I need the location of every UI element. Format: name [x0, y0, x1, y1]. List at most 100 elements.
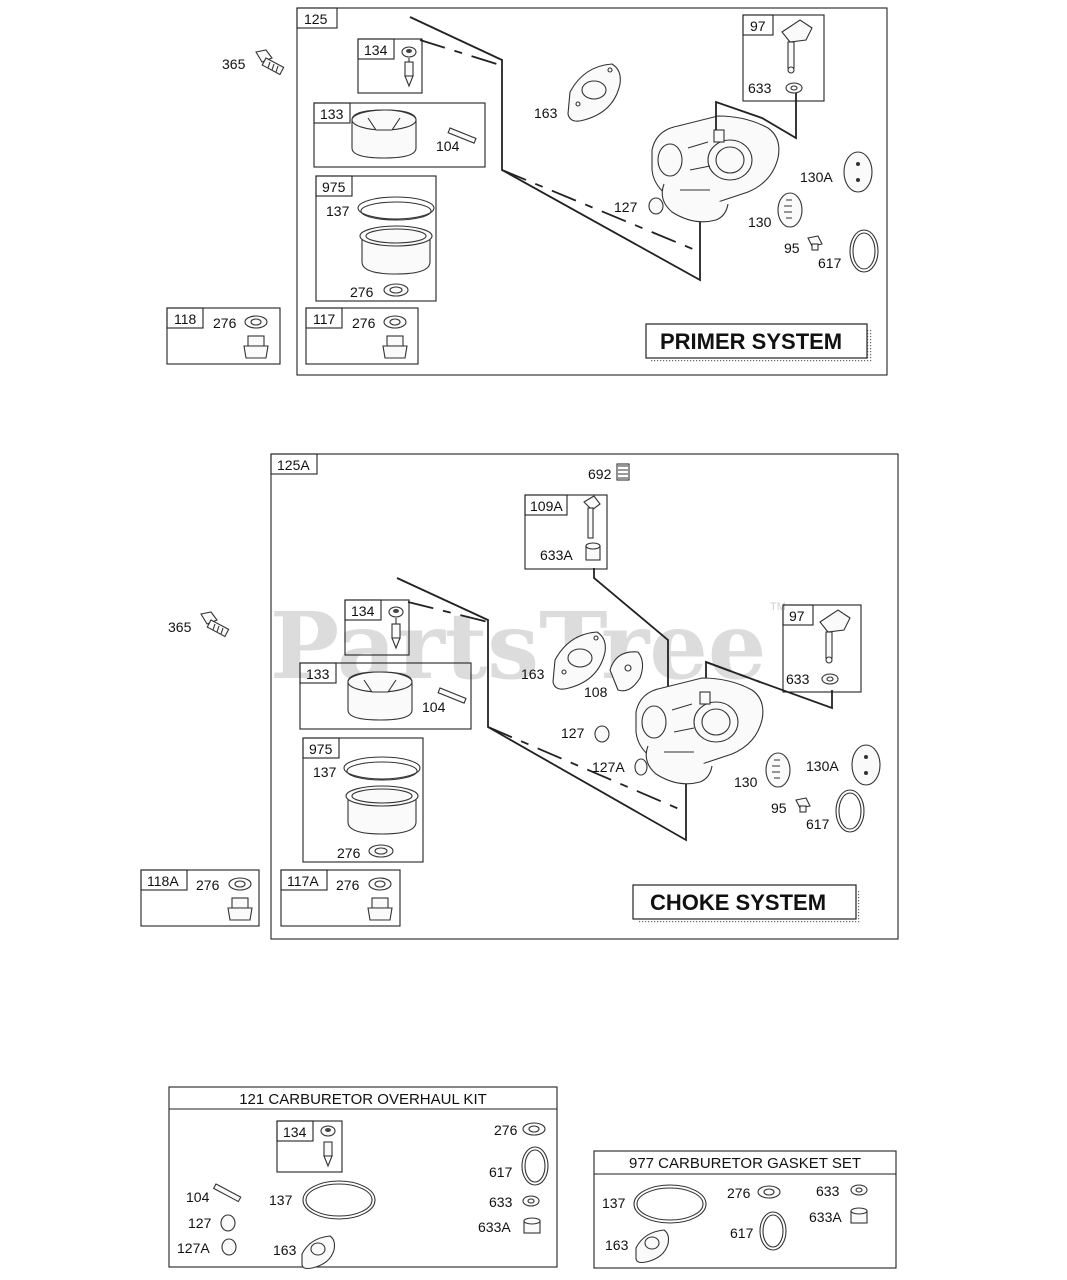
label-276-gasket: 276 [727, 1185, 751, 1201]
tag-box-133 [313, 102, 351, 124]
label-130-choke: 130 [734, 774, 758, 790]
gasket-set-title: 977 CARBURETOR GASKET SET [629, 1155, 861, 1172]
inlet-needle-icon [401, 46, 417, 88]
carburetor-body-icon [651, 115, 780, 223]
label-276-bowl: 276 [350, 284, 374, 300]
washer-118A-icon [228, 877, 252, 891]
choke-system-section: 125A 692 109A 633A 365 134 [140, 453, 899, 940]
bowl-nut-117A-icon [367, 897, 393, 921]
label-692: 692 [588, 466, 612, 482]
tag-box-118 [166, 307, 204, 329]
plate-130A-icon [843, 151, 873, 193]
choke-assembly-frame [270, 453, 899, 940]
choke-dash-right [705, 661, 761, 683]
label-130A: 130A [800, 169, 833, 185]
primer-dash-top [419, 39, 501, 66]
bowl-nut-118-icon [243, 335, 269, 359]
tag-box-97-choke [782, 604, 814, 626]
welch-plug-127-choke-icon [594, 725, 610, 743]
bowl-washer-choke-icon [368, 844, 394, 858]
shaft-seal-633-choke-icon [821, 673, 839, 685]
float-pin-choke-icon [437, 687, 467, 704]
label-633-choke: 633 [786, 671, 810, 687]
bolt-118-box [166, 307, 281, 365]
choke-plate-108-icon [609, 651, 644, 692]
float-bowl-choke-icon [345, 785, 419, 835]
label-276-117: 276 [352, 315, 376, 331]
tag-975-choke: 975 [309, 741, 333, 757]
label-137-kit: 137 [269, 1192, 293, 1208]
tag-box-134-kit [276, 1120, 314, 1142]
inlet-needle-choke-icon [388, 606, 404, 650]
choke-system-title: CHOKE SYSTEM [650, 890, 826, 915]
label-137-choke: 137 [313, 764, 337, 780]
label-163-kit: 163 [273, 1242, 297, 1258]
tag-box-109A [524, 494, 568, 516]
carburetor-gasket-icon [567, 63, 621, 122]
label-276-kit: 276 [494, 1122, 518, 1138]
screw-95-icon [807, 235, 823, 251]
label-127A: 127A [592, 759, 625, 775]
choke-dash-top [407, 601, 489, 623]
overhaul-kit-title: 121 CARBURETOR OVERHAUL KIT [239, 1091, 487, 1108]
label-108: 108 [584, 684, 608, 700]
bowl-box-choke [302, 737, 424, 863]
tag-117A: 117A [287, 873, 319, 889]
choke-shaft-leader [593, 568, 669, 690]
label-127: 127 [614, 199, 638, 215]
primer-lever-box [742, 14, 825, 102]
tag-box-117 [305, 307, 343, 329]
label-365-choke: 365 [168, 619, 192, 635]
bowl-nut-118A-icon [227, 897, 253, 921]
throttle-valve-130-icon [777, 192, 803, 228]
seal-633A-kit-icon [523, 1217, 541, 1234]
choke-dash-mid [487, 726, 687, 813]
tag-box-133-choke [299, 662, 337, 684]
seal-633A-set-icon [850, 1207, 868, 1224]
washer-276-set-icon [757, 1185, 781, 1199]
bowl-gasket-kit-icon [302, 1180, 376, 1220]
label-130: 130 [748, 214, 772, 230]
inlet-needle-kit-icon [320, 1125, 336, 1168]
label-276-118A: 276 [196, 877, 220, 893]
tag-box-975-choke [302, 737, 340, 759]
float-bowl-icon [359, 225, 433, 275]
label-276-118: 276 [213, 315, 237, 331]
welch-plug-127-kit-icon [220, 1214, 236, 1232]
label-104: 104 [436, 138, 460, 154]
bowl-gasket-set-icon [633, 1184, 707, 1224]
primer-dash-mid [501, 169, 701, 253]
overhaul-kit-frame [168, 1086, 558, 1268]
label-127-kit: 127 [188, 1215, 212, 1231]
tag-133-choke: 133 [306, 666, 330, 682]
choke-title-box [632, 884, 857, 920]
pin-104-kit-icon [212, 1183, 242, 1203]
label-127A-kit: 127A [177, 1240, 210, 1256]
overhaul-kit-section: 121 CARBURETOR OVERHAUL KIT 134 104 127 … [168, 1086, 558, 1270]
primer-system-title: PRIMER SYSTEM [660, 329, 842, 354]
tag-975: 975 [322, 179, 346, 195]
screw-95-choke-icon [795, 797, 811, 813]
bolt-117A-box [280, 869, 401, 927]
float-pin-icon [447, 127, 477, 144]
welch-plug-127-icon [648, 197, 664, 215]
throttle-shaft-icon [781, 19, 813, 74]
label-104-kit: 104 [186, 1189, 210, 1205]
bowl-box [315, 175, 437, 302]
label-617-gasket: 617 [730, 1225, 754, 1241]
label-617-kit: 617 [489, 1164, 513, 1180]
tag-133: 133 [320, 106, 344, 122]
choke-lever-box [782, 604, 862, 693]
tag-125: 125 [304, 11, 328, 27]
tag-118: 118 [174, 311, 197, 327]
tag-134-kit: 134 [283, 1124, 307, 1140]
tag-box-117A [280, 869, 328, 891]
primer-title-box [645, 323, 868, 359]
tag-134: 134 [364, 42, 388, 58]
label-633-kit: 633 [489, 1194, 513, 1210]
label-276-117A: 276 [336, 877, 360, 893]
carburetor-body-choke-icon [635, 677, 764, 785]
seal-633A-icon [585, 542, 601, 561]
tag-box-134-choke [344, 599, 382, 621]
